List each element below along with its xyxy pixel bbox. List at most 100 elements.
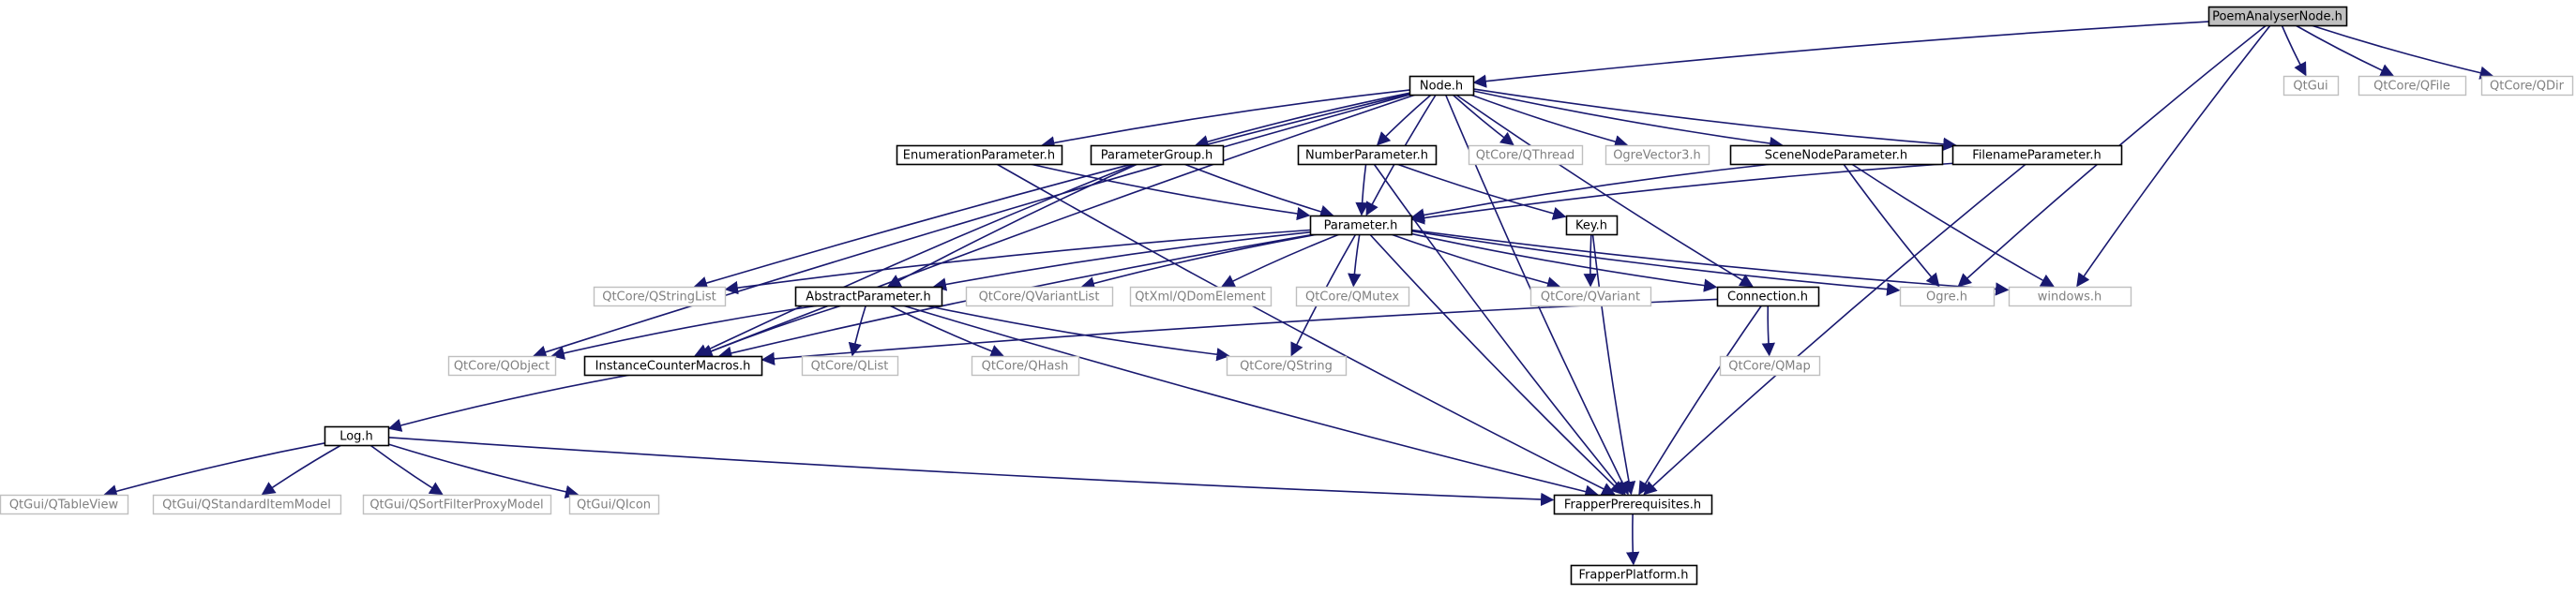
node-label-icm: InstanceCounterMacros.h xyxy=(595,360,751,374)
edge-node-to-fnparam xyxy=(1472,88,1957,152)
node-label-qdom: QtXml/QDomElement xyxy=(1135,290,1266,305)
edge-conn-to-qmap xyxy=(1761,305,1775,357)
node-label-qmap: QtCore/QMap xyxy=(1728,360,1810,374)
node-enum[interactable]: EnumerationParameter.h xyxy=(896,144,1063,166)
edge-conn-to-icm xyxy=(761,298,1718,366)
edge-param-to-qvarlist xyxy=(1080,233,1319,290)
node-fplat[interactable]: FrapperPlatform.h xyxy=(1570,564,1698,586)
edge-absparam-to-qlist xyxy=(848,305,867,357)
edge-fnparam-to-fprereq xyxy=(1643,163,2026,496)
node-param[interactable]: Parameter.h xyxy=(1309,215,1413,236)
node-label-qdir: QtCore/QDir xyxy=(2490,80,2565,94)
edge-node-to-conn xyxy=(1455,94,1754,288)
edge-enum-to-fprereq xyxy=(996,163,1616,496)
node-icm[interactable]: InstanceCounterMacros.h xyxy=(583,355,763,377)
node-box-qtgui xyxy=(2282,75,2340,97)
edge-poem-to-qtgui xyxy=(2281,24,2307,77)
edge-pgroup-to-param xyxy=(1183,163,1334,218)
node-poem[interactable]: PoemAnalyserNode.h xyxy=(2207,6,2348,27)
node-label-qobject: QtCore/QObject xyxy=(454,360,550,374)
node-pgroup[interactable]: ParameterGroup.h xyxy=(1090,144,1225,166)
node-label-fplat: FrapperPlatform.h xyxy=(1579,569,1689,583)
edge-node-to-icm xyxy=(698,94,1416,358)
node-windows: windows.h xyxy=(2008,286,2132,307)
node-box-qthread xyxy=(1468,144,1584,166)
node-box-param xyxy=(1309,215,1413,236)
node-label-qstrlist: QtCore/QStringList xyxy=(602,290,716,305)
node-conn[interactable]: Connection.h xyxy=(1716,286,1820,307)
edge-absparam-to-qhash xyxy=(889,305,1004,358)
node-box-poem xyxy=(2207,6,2348,27)
edge-log-to-qsfpm xyxy=(369,444,444,496)
edge-log-to-qtableview xyxy=(103,442,325,498)
node-qicon: QtGui/QIcon xyxy=(568,494,660,515)
node-qdir: QtCore/QDir xyxy=(2480,75,2574,97)
node-label-key: Key.h xyxy=(1575,219,1607,233)
node-node[interactable]: Node.h xyxy=(1409,75,1475,97)
edge-param-to-conn xyxy=(1410,232,1718,292)
edge-param-to-qvariant xyxy=(1390,233,1561,290)
node-box-icm xyxy=(583,355,763,377)
edge-icm-to-log xyxy=(387,374,631,432)
node-qlist: QtCore/QList xyxy=(801,355,899,377)
node-box-qdom xyxy=(1129,286,1273,307)
edges-layer xyxy=(103,21,2493,566)
edge-node-to-vec3 xyxy=(1469,94,1629,149)
node-qfile: QtCore/QFile xyxy=(2358,75,2467,97)
node-box-vec3 xyxy=(1604,144,1710,166)
node-label-qhash: QtCore/QHash xyxy=(982,360,1069,374)
node-box-windows xyxy=(2008,286,2132,307)
edge-absparam-to-fprereq xyxy=(902,305,1599,498)
node-label-node: Node.h xyxy=(1420,80,1463,94)
node-box-qtableview xyxy=(0,494,129,515)
node-log[interactable]: Log.h xyxy=(324,425,390,447)
node-box-qfile xyxy=(2358,75,2467,97)
edge-node-to-qthread xyxy=(1452,94,1514,146)
node-qsim: QtGui/QStandardItemModel xyxy=(152,494,342,515)
node-fnparam[interactable]: FilenameParameter.h xyxy=(1951,144,2123,166)
node-label-windows: windows.h xyxy=(2038,290,2101,305)
node-qmutex: QtCore/QMutex xyxy=(1295,286,1410,307)
edge-poem-to-qdir xyxy=(2311,24,2493,80)
node-label-poem: PoemAnalyserNode.h xyxy=(2212,10,2343,24)
edge-node-to-numparam xyxy=(1376,94,1432,146)
edge-conn-to-fprereq xyxy=(1638,305,1763,496)
edge-node-to-enum xyxy=(1041,89,1410,150)
edge-snparam-to-ogre xyxy=(1843,163,1940,288)
edge-numparam-to-param xyxy=(1355,163,1369,216)
node-snparam[interactable]: SceneNodeParameter.h xyxy=(1729,144,1944,166)
node-box-qmutex xyxy=(1295,286,1410,307)
edge-node-to-qstrlist xyxy=(693,93,1410,290)
node-box-ogre xyxy=(1899,286,1996,307)
node-box-qicon xyxy=(568,494,660,515)
node-box-qstring xyxy=(1226,355,1348,377)
node-qtgui: QtGui xyxy=(2282,75,2340,97)
node-qmap: QtCore/QMap xyxy=(1719,355,1821,377)
node-label-snparam: SceneNodeParameter.h xyxy=(1765,149,1907,163)
edge-pgroup-to-absparam xyxy=(886,163,1138,288)
edge-param-to-qstrlist xyxy=(724,229,1311,295)
edge-param-to-windows xyxy=(1410,229,2010,296)
node-ogre: Ogre.h xyxy=(1899,286,1996,307)
node-box-qvarlist xyxy=(965,286,1114,307)
node-box-fprereq xyxy=(1553,494,1713,515)
edge-absparam-to-qobject xyxy=(550,305,820,360)
edge-node-to-pgroup xyxy=(1195,92,1410,149)
node-numparam[interactable]: NumberParameter.h xyxy=(1297,144,1438,166)
node-vec3: OgreVector3.h xyxy=(1604,144,1710,166)
node-label-qlist: QtCore/QList xyxy=(811,360,889,374)
node-box-snparam xyxy=(1729,144,1944,166)
node-fprereq[interactable]: FrapperPrerequisites.h xyxy=(1553,494,1713,515)
node-key[interactable]: Key.h xyxy=(1565,215,1619,236)
node-box-key xyxy=(1565,215,1619,236)
node-label-qvariant: QtCore/QVariant xyxy=(1541,290,1640,305)
node-label-log: Log.h xyxy=(339,430,373,444)
node-qvarlist: QtCore/QVariantList xyxy=(965,286,1114,307)
node-qthread: QtCore/QThread xyxy=(1468,144,1584,166)
node-qsfpm: QtGui/QSortFilterProxyModel xyxy=(362,494,552,515)
edge-param-to-qmutex xyxy=(1348,233,1362,288)
node-absparam[interactable]: AbstractParameter.h xyxy=(794,286,943,307)
node-box-qvariant xyxy=(1529,286,1652,307)
